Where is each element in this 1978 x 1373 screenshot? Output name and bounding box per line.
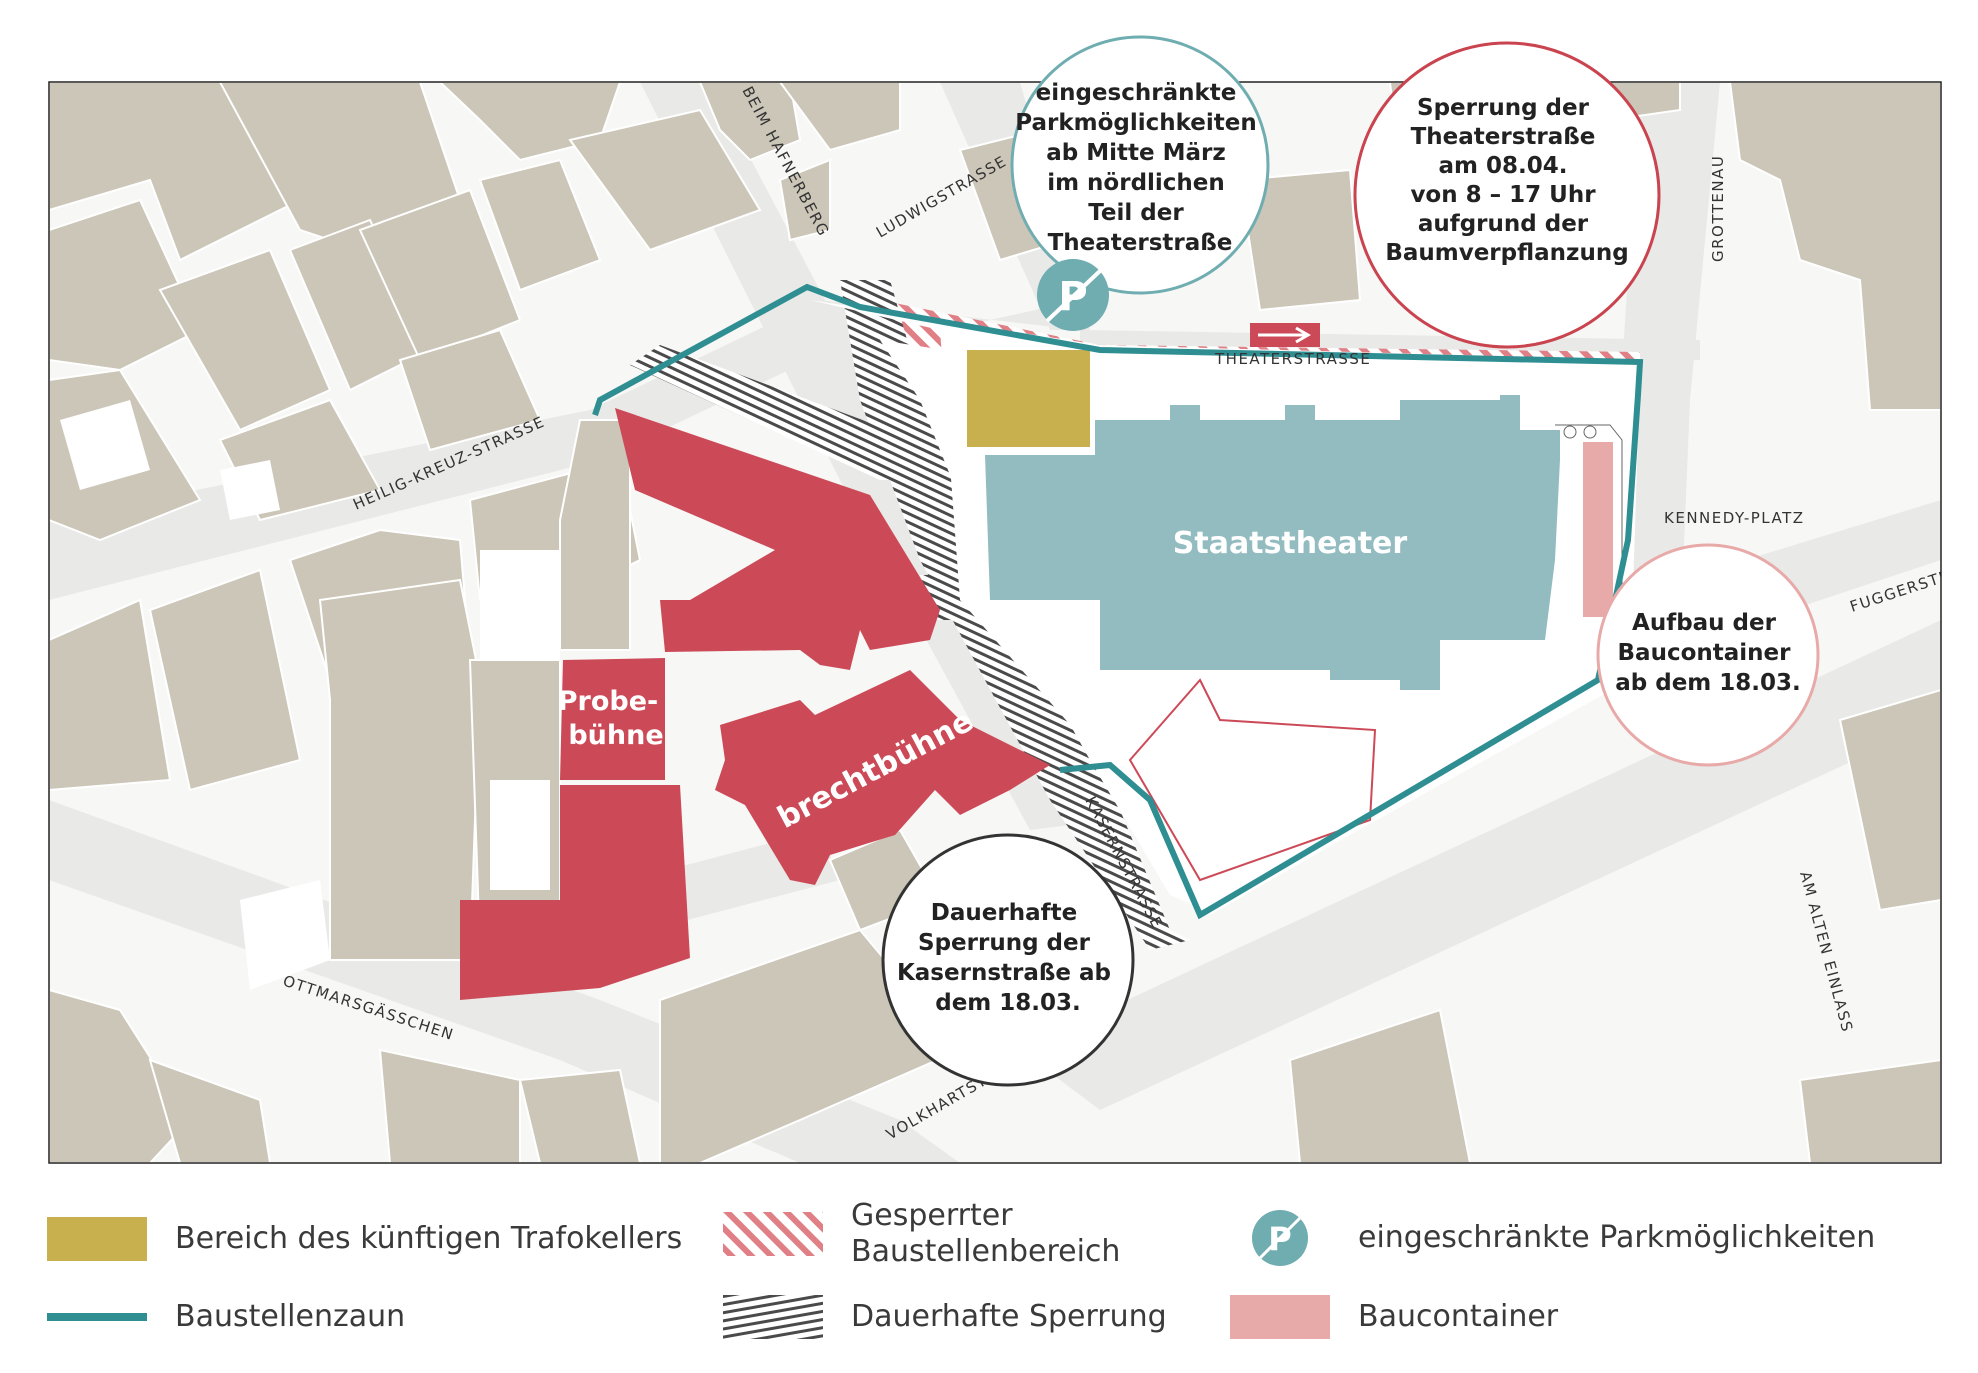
svg-text:eingeschränkte Parkmögli: eingeschränkte Parkmöglichkeiten ab Mitt… bbox=[1015, 80, 1265, 256]
parking-legend-icon: P bbox=[1252, 1210, 1308, 1266]
legend-label-gesperrt-line2: Baustellenbereich bbox=[851, 1234, 1121, 1269]
staatstheater-building bbox=[985, 395, 1560, 690]
staatstheater-label: Staatstheater bbox=[1173, 526, 1408, 561]
svg-text:Sperrung der Theaterstra: Sperrung der Theaterstraße am 08.04. von… bbox=[1385, 95, 1628, 266]
parking-icon: P bbox=[1037, 259, 1109, 331]
surrounding-buildings bbox=[49, 82, 1941, 1163]
callout-baucontainer: Aufbau der Baucontainer ab dem 18.03. bbox=[1596, 543, 1820, 767]
legend-label-baucontainer: Baucontainer bbox=[1358, 1299, 1559, 1334]
legend: Bereich des künftigen Trafokellers Baust… bbox=[0, 1190, 1978, 1373]
trafo-swatch bbox=[47, 1217, 147, 1261]
legend-item-trafokeller: Bereich des künftigen Trafokellers bbox=[47, 1217, 682, 1261]
legend-label-dauerhaft: Dauerhafte Sperrung bbox=[851, 1299, 1167, 1334]
baucontainer-area bbox=[1583, 442, 1613, 617]
svg-text:Dauerhafte Sperrung der: Dauerhafte Sperrung der Kasernstraße ab … bbox=[897, 900, 1119, 1016]
legend-item-baustellenzaun: Baustellenzaun bbox=[47, 1295, 405, 1339]
legend-item-gesperrt: Gesperrter Baustellenbereich bbox=[723, 1198, 1120, 1270]
legend-label-trafokeller: Bereich des künftigen Trafokellers bbox=[175, 1221, 683, 1256]
courtyards bbox=[60, 400, 560, 990]
site-map: Staatstheater Probe- bühne brechtbühne bbox=[48, 35, 1942, 1164]
planned-extension-outline bbox=[1128, 678, 1377, 882]
dark-hatch-swatch bbox=[723, 1295, 823, 1339]
legend-label-gesperrt: Gesperrter Baustellenbereich bbox=[851, 1198, 1120, 1270]
entrance-markers bbox=[1555, 424, 1623, 600]
street-kennedy-platz: KENNEDY-PLATZ bbox=[1664, 509, 1805, 527]
red-hatch-swatch bbox=[723, 1212, 823, 1256]
probebuehne-label-1: Probe- bbox=[558, 686, 659, 717]
legend-item-parking: P eingeschränkte Parkmöglichkeiten bbox=[1230, 1208, 1875, 1268]
probebuehne-label-2: bühne bbox=[568, 720, 663, 751]
svg-text:Aufbau der Baucontainer: Aufbau der Baucontainer ab dem 18.03. bbox=[1615, 610, 1801, 696]
trafokeller-area bbox=[967, 350, 1090, 447]
container-swatch bbox=[1230, 1295, 1330, 1339]
legend-label-baustellenzaun: Baustellenzaun bbox=[175, 1299, 406, 1334]
callout-parking: eingeschränkte Parkmöglichkeiten ab Mitt… bbox=[1010, 35, 1270, 295]
baustellenzaun bbox=[592, 283, 1644, 920]
fence-swatch bbox=[47, 1313, 147, 1321]
legend-label-parking: eingeschränkte Parkmöglichkeiten bbox=[1358, 1220, 1876, 1255]
street-grottenau: GROTTENAU bbox=[1709, 155, 1727, 262]
legend-item-baucontainer: Baucontainer bbox=[1230, 1295, 1558, 1339]
legend-label-gesperrt-line1: Gesperrter bbox=[851, 1198, 1013, 1233]
callout-kasernstrasse: Dauerhafte Sperrung der Kasernstraße ab … bbox=[881, 833, 1135, 1087]
legend-item-dauerhaft: Dauerhafte Sperrung bbox=[723, 1295, 1167, 1339]
one-way-arrow-icon bbox=[1250, 323, 1320, 347]
map-frame bbox=[48, 81, 1942, 1164]
street-theaterstrasse: THEATERSTRASSE bbox=[1214, 350, 1371, 368]
theater-buildings bbox=[460, 408, 1050, 1000]
callout-sperrung-theaterstrasse: Sperrung der Theaterstraße am 08.04. von… bbox=[1353, 41, 1661, 349]
